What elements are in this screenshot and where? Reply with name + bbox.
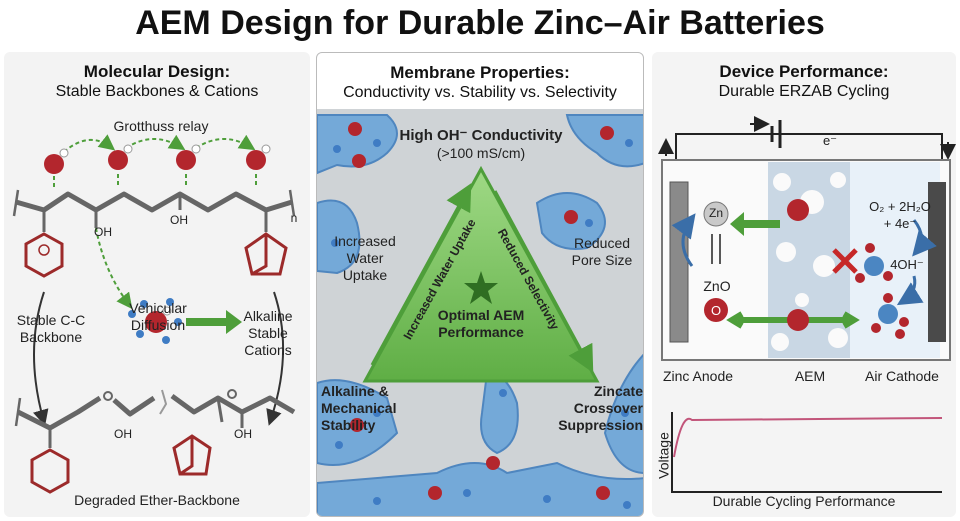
hydroxide-to-anode-arrow (730, 212, 780, 236)
ether-oxygen-right (227, 389, 237, 399)
ether-oxygen-left (103, 391, 113, 401)
degraded-ether-backbone-label: Degraded Ether-Backbone (74, 492, 240, 508)
zincate-hydroxide-ligands (855, 243, 909, 339)
membrane-header-band (317, 53, 643, 109)
zincate-ion-icon (864, 256, 884, 276)
cation-charge-icon (38, 244, 50, 256)
hydroxyl-group-label-4: OH (234, 427, 252, 441)
repeat-unit-label-top: n (290, 211, 298, 225)
zn-zno-equilibrium-arrows (711, 234, 721, 264)
air-cathode-electrode (928, 182, 946, 342)
membrane-properties-subheading: Conductivity vs. Stability vs. Selectivi… (343, 84, 617, 101)
water-molecules (331, 139, 633, 509)
voltage-axis-label: Voltage (655, 432, 672, 479)
oer-orr-arrow-1 (912, 219, 937, 257)
degraded-ether-backbone-chain (14, 393, 296, 448)
oxygen-reduction-reaction-label: O₂ + 2H₂O + 4e⁻ (869, 199, 931, 231)
air-cathode-label: Air Cathode (865, 368, 939, 384)
membrane-properties-heading: Membrane Properties: (390, 63, 570, 82)
hydroxyl-group-label-2: OH (170, 213, 188, 227)
stable-cc-backbone-label: Stable C-C Backbone (16, 312, 86, 345)
hydroxyl-group-label-1: OH (94, 225, 112, 239)
molecular-design-drawing (12, 134, 296, 494)
grotthuss-relay-arrows (63, 134, 256, 153)
aem-porous-structure (771, 172, 848, 351)
grotthuss-relay-label: Grotthuss relay (113, 118, 209, 134)
oxygen-label: O (710, 303, 722, 318)
air-cathode-region (850, 162, 940, 358)
molecular-design-heading: Molecular Design: (83, 62, 231, 81)
device-performance-heading: Device Performance: (719, 62, 889, 81)
hydrated-water-channels (317, 114, 643, 516)
vehicular-water-cluster (128, 298, 182, 344)
aem-label: AEM (794, 368, 826, 384)
alkaline-stable-cations-label: Alkaline Stable Cations (243, 308, 293, 358)
anode-cycling-arrow (671, 213, 696, 267)
battery-symbol-icon (770, 120, 782, 148)
hydroxide-down-arrows (53, 174, 257, 190)
vehicular-diffusion-arrow (186, 310, 242, 334)
voltage-plot-axes (671, 412, 942, 493)
optimal-star-icon (464, 271, 498, 304)
zinc-atom-icon (703, 201, 729, 227)
device-performance-panel: Device Performance: Durable ERZAB Cyclin… (652, 52, 956, 517)
oer-orr-arrow-2 (896, 275, 924, 306)
reduced-pore-size-label: Reduced Pore Size (571, 235, 633, 268)
conductivity-value-label: (>100 mS/cm) (436, 145, 526, 161)
hydroxide-to-cluster-arrow (95, 227, 133, 310)
zinc-anode-electrode (669, 181, 689, 343)
optimal-aem-performance-label: Optimal AEM Performance (437, 307, 525, 340)
zincate-blocked-icon (832, 248, 858, 274)
zinc-label: Zn (708, 206, 723, 220)
chain-break-icon (159, 389, 168, 415)
water-uptake-edge-arrow (370, 183, 472, 366)
molecular-design-panel: Molecular Design: Stable Backbones & Cat… (4, 52, 310, 517)
left-degradation-arrow (33, 291, 49, 426)
right-degradation-arrow (266, 291, 285, 426)
oxygen-atom-icon (704, 298, 728, 322)
quinuclidinium-cation-bottom (172, 434, 212, 476)
hydroxide-ions-in-channels (348, 122, 614, 500)
selectivity-edge-arrow (493, 190, 594, 373)
piperidinium-ring-bottom (30, 448, 70, 494)
figure-title: AEM Design for Durable Zinc–Air Batterie… (135, 4, 825, 42)
piperidinium-ring-top (24, 232, 64, 278)
high-conductivity-label: High OH⁻ Conductivity (399, 127, 563, 144)
hydroxide-ion-top (787, 199, 809, 221)
increased-water-uptake-label: Increased Water Uptake (334, 233, 396, 283)
alkaline-mechanical-stability-label: Alkaline & Mechanical Stability (321, 383, 397, 433)
molecular-design-subheading: Stable Backbones & Cations (55, 83, 259, 100)
zinc-anode-label: Zinc Anode (662, 368, 734, 384)
voltage-trace-line (673, 417, 943, 458)
hydroxide-ions-row (44, 144, 271, 174)
hydroxide-product-label: 4OH⁻ (890, 257, 924, 272)
zinc-oxide-label: ZnO (703, 278, 731, 294)
quinuclidinium-cation-top (244, 232, 288, 276)
membrane-properties-panel: Membrane Properties: Conductivity vs. St… (316, 52, 644, 517)
battery-schematic-drawing (658, 116, 956, 493)
zincate-crossover-suppression-label: Zincate Crossover Suppression (558, 383, 643, 433)
external-circuit-wire (675, 133, 943, 160)
stable-cc-backbone-chain (12, 189, 296, 232)
hydroxide-ion-bottom (787, 309, 809, 331)
hydroxyl-group-label-3: OH (114, 427, 132, 441)
electron-label: e⁻ (822, 133, 838, 148)
zincate-ion-icon-2 (878, 304, 898, 324)
membrane-properties-drawing (317, 114, 643, 516)
vehicular-diffusion-label: Vehicular Diffusion (129, 300, 187, 333)
cycling-performance-label: Durable Cycling Performance (712, 493, 896, 509)
device-performance-subheading: Durable ERZAB Cycling (718, 83, 890, 100)
